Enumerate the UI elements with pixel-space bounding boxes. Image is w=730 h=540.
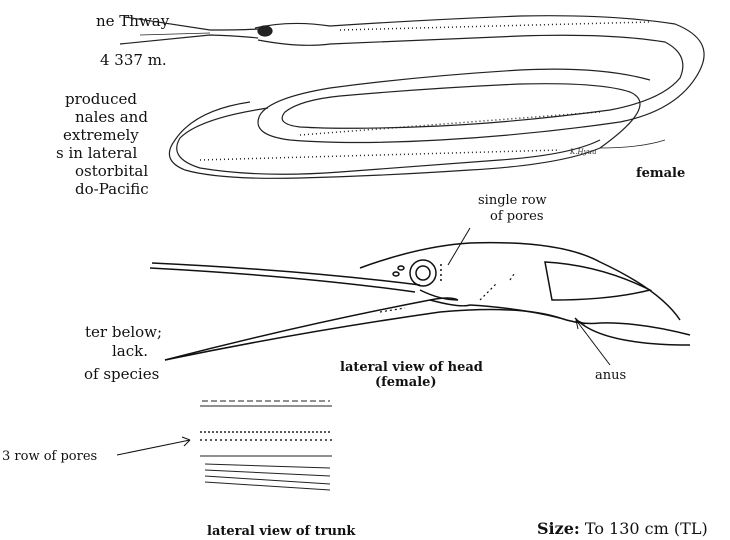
- head-lateral-drawing: [150, 228, 690, 365]
- caption-head-line2: (female): [375, 375, 437, 390]
- label-three-rows: 3 row of pores: [2, 449, 97, 464]
- size-value: To 130 cm (TL): [585, 519, 708, 538]
- size-line: Size: To 130 cm (TL): [537, 519, 708, 538]
- caption-head-line1: lateral view of head: [340, 360, 483, 375]
- label-single-row-line2: of pores: [490, 209, 544, 224]
- artist-signature: K.Hyuu: [569, 148, 597, 156]
- trunk-lateral-drawing: [117, 401, 332, 490]
- size-label: Size:: [537, 519, 580, 538]
- female-full-body-drawing: [120, 16, 704, 179]
- label-anus: anus: [595, 368, 626, 383]
- label-single-row-line1: single row: [478, 193, 547, 208]
- label-female: female: [636, 166, 685, 181]
- caption-trunk: lateral view of trunk: [207, 524, 355, 539]
